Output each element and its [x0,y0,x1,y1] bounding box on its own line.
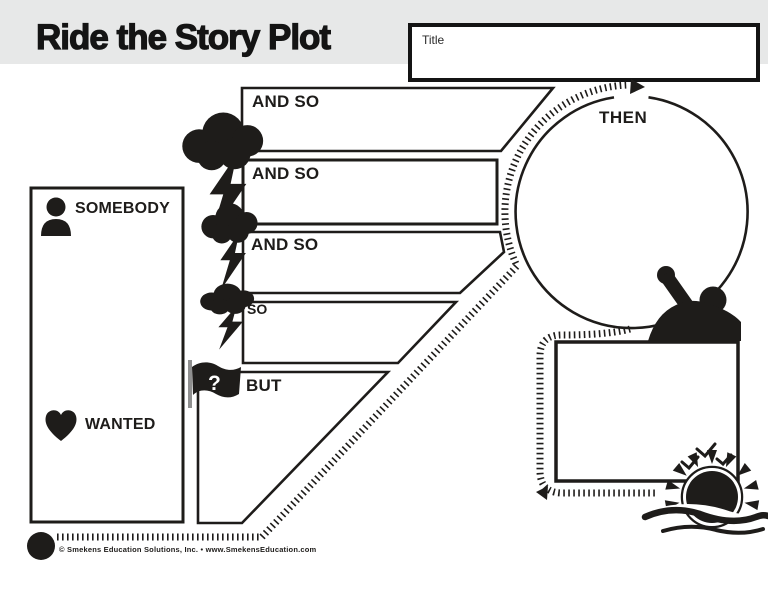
track-start-dot [27,532,55,560]
character-box-outline [29,186,185,524]
wanted-label: WANTED [85,416,156,433]
somebody-label: SOMEBODY [75,200,170,217]
person-bust-icon [41,197,71,236]
then-label: THEN [599,108,648,127]
victory-person-icon [648,266,741,341]
but-box [196,370,392,525]
and-so-1-label: AND SO [252,92,320,111]
so-box [241,300,460,365]
track-arrow-bottom-icon [536,486,548,500]
then-field[interactable] [545,130,717,290]
then-circle-outline [514,96,749,330]
question-flag-icon: ? [188,360,241,408]
track-arrow-top-icon [630,79,645,94]
but-label: BUT [246,376,282,395]
so-label: SO [247,301,268,317]
resolution-field[interactable] [560,346,734,476]
wanted-field[interactable] [34,440,180,518]
and-so-2-field[interactable] [245,182,493,220]
but-field[interactable] [200,400,320,480]
and-so-3-field[interactable] [245,254,455,290]
title-field-label: Title [422,33,445,47]
and-so-2-box [241,158,499,226]
sunset-water-icon [641,442,768,535]
birds-icon [680,442,733,471]
and-so-1-field[interactable] [245,110,495,148]
and-so-2-label: AND SO [252,164,320,183]
somebody-field[interactable] [34,225,180,410]
and-so-3-label: AND SO [251,235,319,254]
copyright-line: © Smekens Education Solutions, Inc. • ww… [59,545,317,554]
page-title: Ride the Story Plot [35,17,331,57]
and-so-3-box [241,230,506,295]
title-input-box[interactable]: Title [408,23,760,82]
svg-text:?: ? [208,372,221,395]
so-field[interactable] [245,320,405,360]
resolution-box-outline [554,340,740,483]
heart-icon [45,410,77,441]
